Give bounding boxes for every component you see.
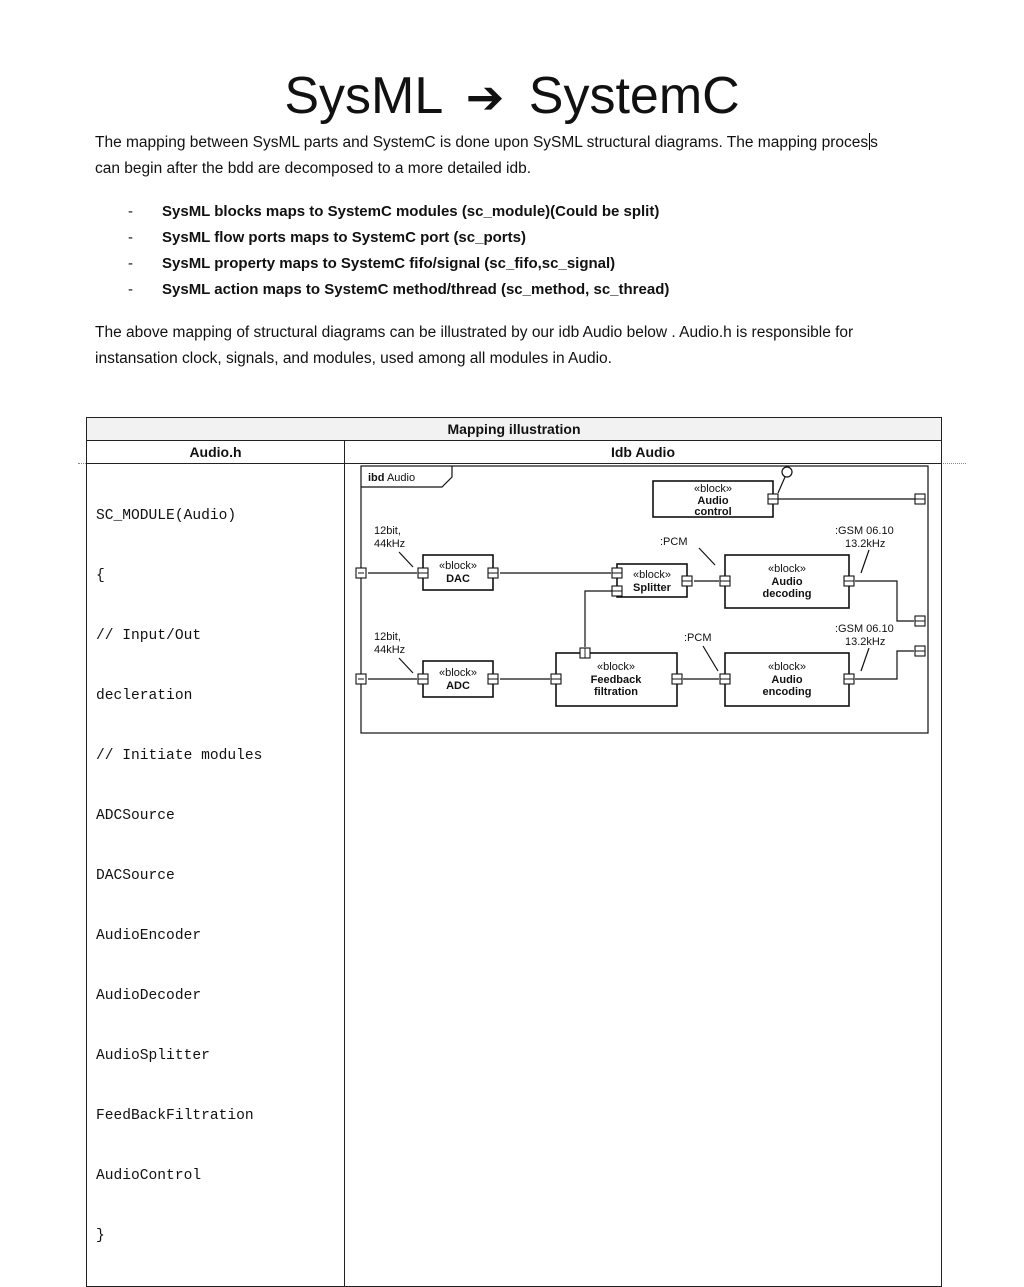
code-line: // Input/Out [96, 628, 202, 644]
gsm-label: 13.2kHz [845, 538, 885, 550]
stereotype-label: «block» [768, 563, 806, 575]
connector [584, 590, 617, 647]
mapping-list: - SysML blocks maps to SystemC modules (s… [128, 199, 888, 303]
bullet-text: SysML flow ports maps to SystemC port (s… [162, 229, 526, 246]
svg-text:ibd Audio: ibd Audio [368, 472, 415, 484]
block-name: Feedback [591, 674, 643, 686]
code-listing: SC_MODULE(Audio) { // Input/Out declerat… [87, 464, 344, 1286]
pcm-label: :PCM [684, 632, 712, 644]
code-line: AudioDecoder [96, 988, 202, 1004]
stereotype-label: «block» [597, 661, 635, 673]
leader-line [860, 549, 870, 574]
lollipop-port-icon [781, 466, 793, 478]
frame-label-bold: ibd [368, 472, 385, 484]
intro-paragraph: The mapping between SysML parts and Syst… [95, 130, 895, 182]
stereotype-label: «block» [768, 661, 806, 673]
mapping-table: Mapping illustration Audio.h Idb Audio S… [86, 417, 942, 1287]
connector [855, 580, 914, 622]
code-line: ADCSource [96, 808, 175, 824]
list-item: - SysML blocks maps to SystemC modules (s… [128, 199, 888, 225]
stereotype-label: «block» [439, 667, 477, 679]
pcm-label: :PCM [660, 536, 688, 548]
code-line: decleration [96, 688, 193, 704]
bullet-text: SysML action maps to SystemC method/thre… [162, 281, 670, 298]
block-name: Audio [771, 576, 802, 588]
column-header-idb-audio: Idb Audio [344, 440, 942, 464]
page-title: SysML ➔ SystemC [0, 60, 1024, 133]
block-name: DAC [446, 573, 470, 585]
code-line: { [96, 568, 105, 584]
bullet-dash: - [128, 203, 133, 220]
connector [777, 476, 786, 494]
outro-paragraph: The above mapping of structural diagrams… [95, 324, 854, 367]
gsm-label: :GSM 06.10 [835, 623, 894, 635]
code-line: FeedBackFiltration [96, 1108, 254, 1124]
leader-line [702, 645, 719, 672]
frame-label: Audio [387, 472, 415, 484]
code-line: AudioControl [96, 1168, 202, 1184]
block-name: encoding [763, 686, 812, 698]
leader-line [860, 647, 870, 672]
stereotype-label: «block» [694, 483, 732, 495]
bullet-dash: - [128, 229, 133, 246]
code-line: } [96, 1228, 105, 1244]
bullet-dash: - [128, 281, 133, 298]
connector [855, 650, 914, 680]
column-header-audio-h: Audio.h [86, 440, 345, 464]
table-caption: Mapping illustration [86, 417, 942, 441]
signal-format-label: 44kHz [374, 644, 405, 656]
stereotype-label: «block» [633, 569, 671, 581]
gsm-label: :GSM 06.10 [835, 525, 894, 537]
leader-line [398, 551, 414, 568]
block-name: control [694, 506, 731, 518]
leader-line [398, 657, 414, 674]
list-item: - SysML property maps to SystemC fifo/sig… [128, 251, 888, 277]
signal-format-label: 44kHz [374, 538, 405, 550]
block-name: decoding [763, 588, 812, 600]
code-line: AudioSplitter [96, 1048, 210, 1064]
ibd-frame-tab [361, 466, 453, 488]
block-name: ADC [446, 680, 470, 692]
code-line: AudioEncoder [96, 928, 202, 944]
title-sysml: SysML [284, 67, 442, 125]
diagram-cell: ibd Audio «block» Audio control «block» … [344, 463, 942, 1287]
title-systemc: SystemC [528, 67, 740, 125]
ibd-audio-diagram: ibd Audio «block» Audio control «block» … [355, 465, 929, 734]
arrow-right-icon: ➔ [465, 71, 505, 123]
stereotype-label: «block» [439, 560, 477, 572]
port-markers [358, 498, 925, 680]
code-line: SC_MODULE(Audio) [96, 508, 237, 524]
list-item: - SysML action maps to SystemC method/thr… [128, 277, 888, 303]
bullet-text: SysML property maps to SystemC fifo/sign… [162, 255, 616, 272]
code-cell: SC_MODULE(Audio) { // Input/Out declerat… [86, 463, 345, 1287]
block-name: Splitter [633, 582, 672, 594]
intro-text-before: The mapping between SysML parts and Syst… [95, 134, 869, 151]
text-caret [869, 133, 871, 150]
bullet-text: SysML blocks maps to SystemC modules (sc… [162, 203, 660, 220]
signal-format-label: 12bit, [374, 525, 401, 537]
list-item: - SysML flow ports maps to SystemC port (… [128, 225, 888, 251]
gsm-label: 13.2kHz [845, 636, 885, 648]
leader-line [698, 547, 716, 566]
signal-format-label: 12bit, [374, 631, 401, 643]
block-name: Audio [697, 495, 728, 507]
code-line: // Initiate modules [96, 748, 263, 764]
code-line: DACSource [96, 868, 175, 884]
ibd-frame [360, 465, 929, 734]
bullet-dash: - [128, 255, 133, 272]
intro-text-after: s can begin after the bdd are decomposed… [95, 134, 878, 177]
block-name: Audio [771, 674, 802, 686]
block-name: filtration [594, 686, 638, 698]
